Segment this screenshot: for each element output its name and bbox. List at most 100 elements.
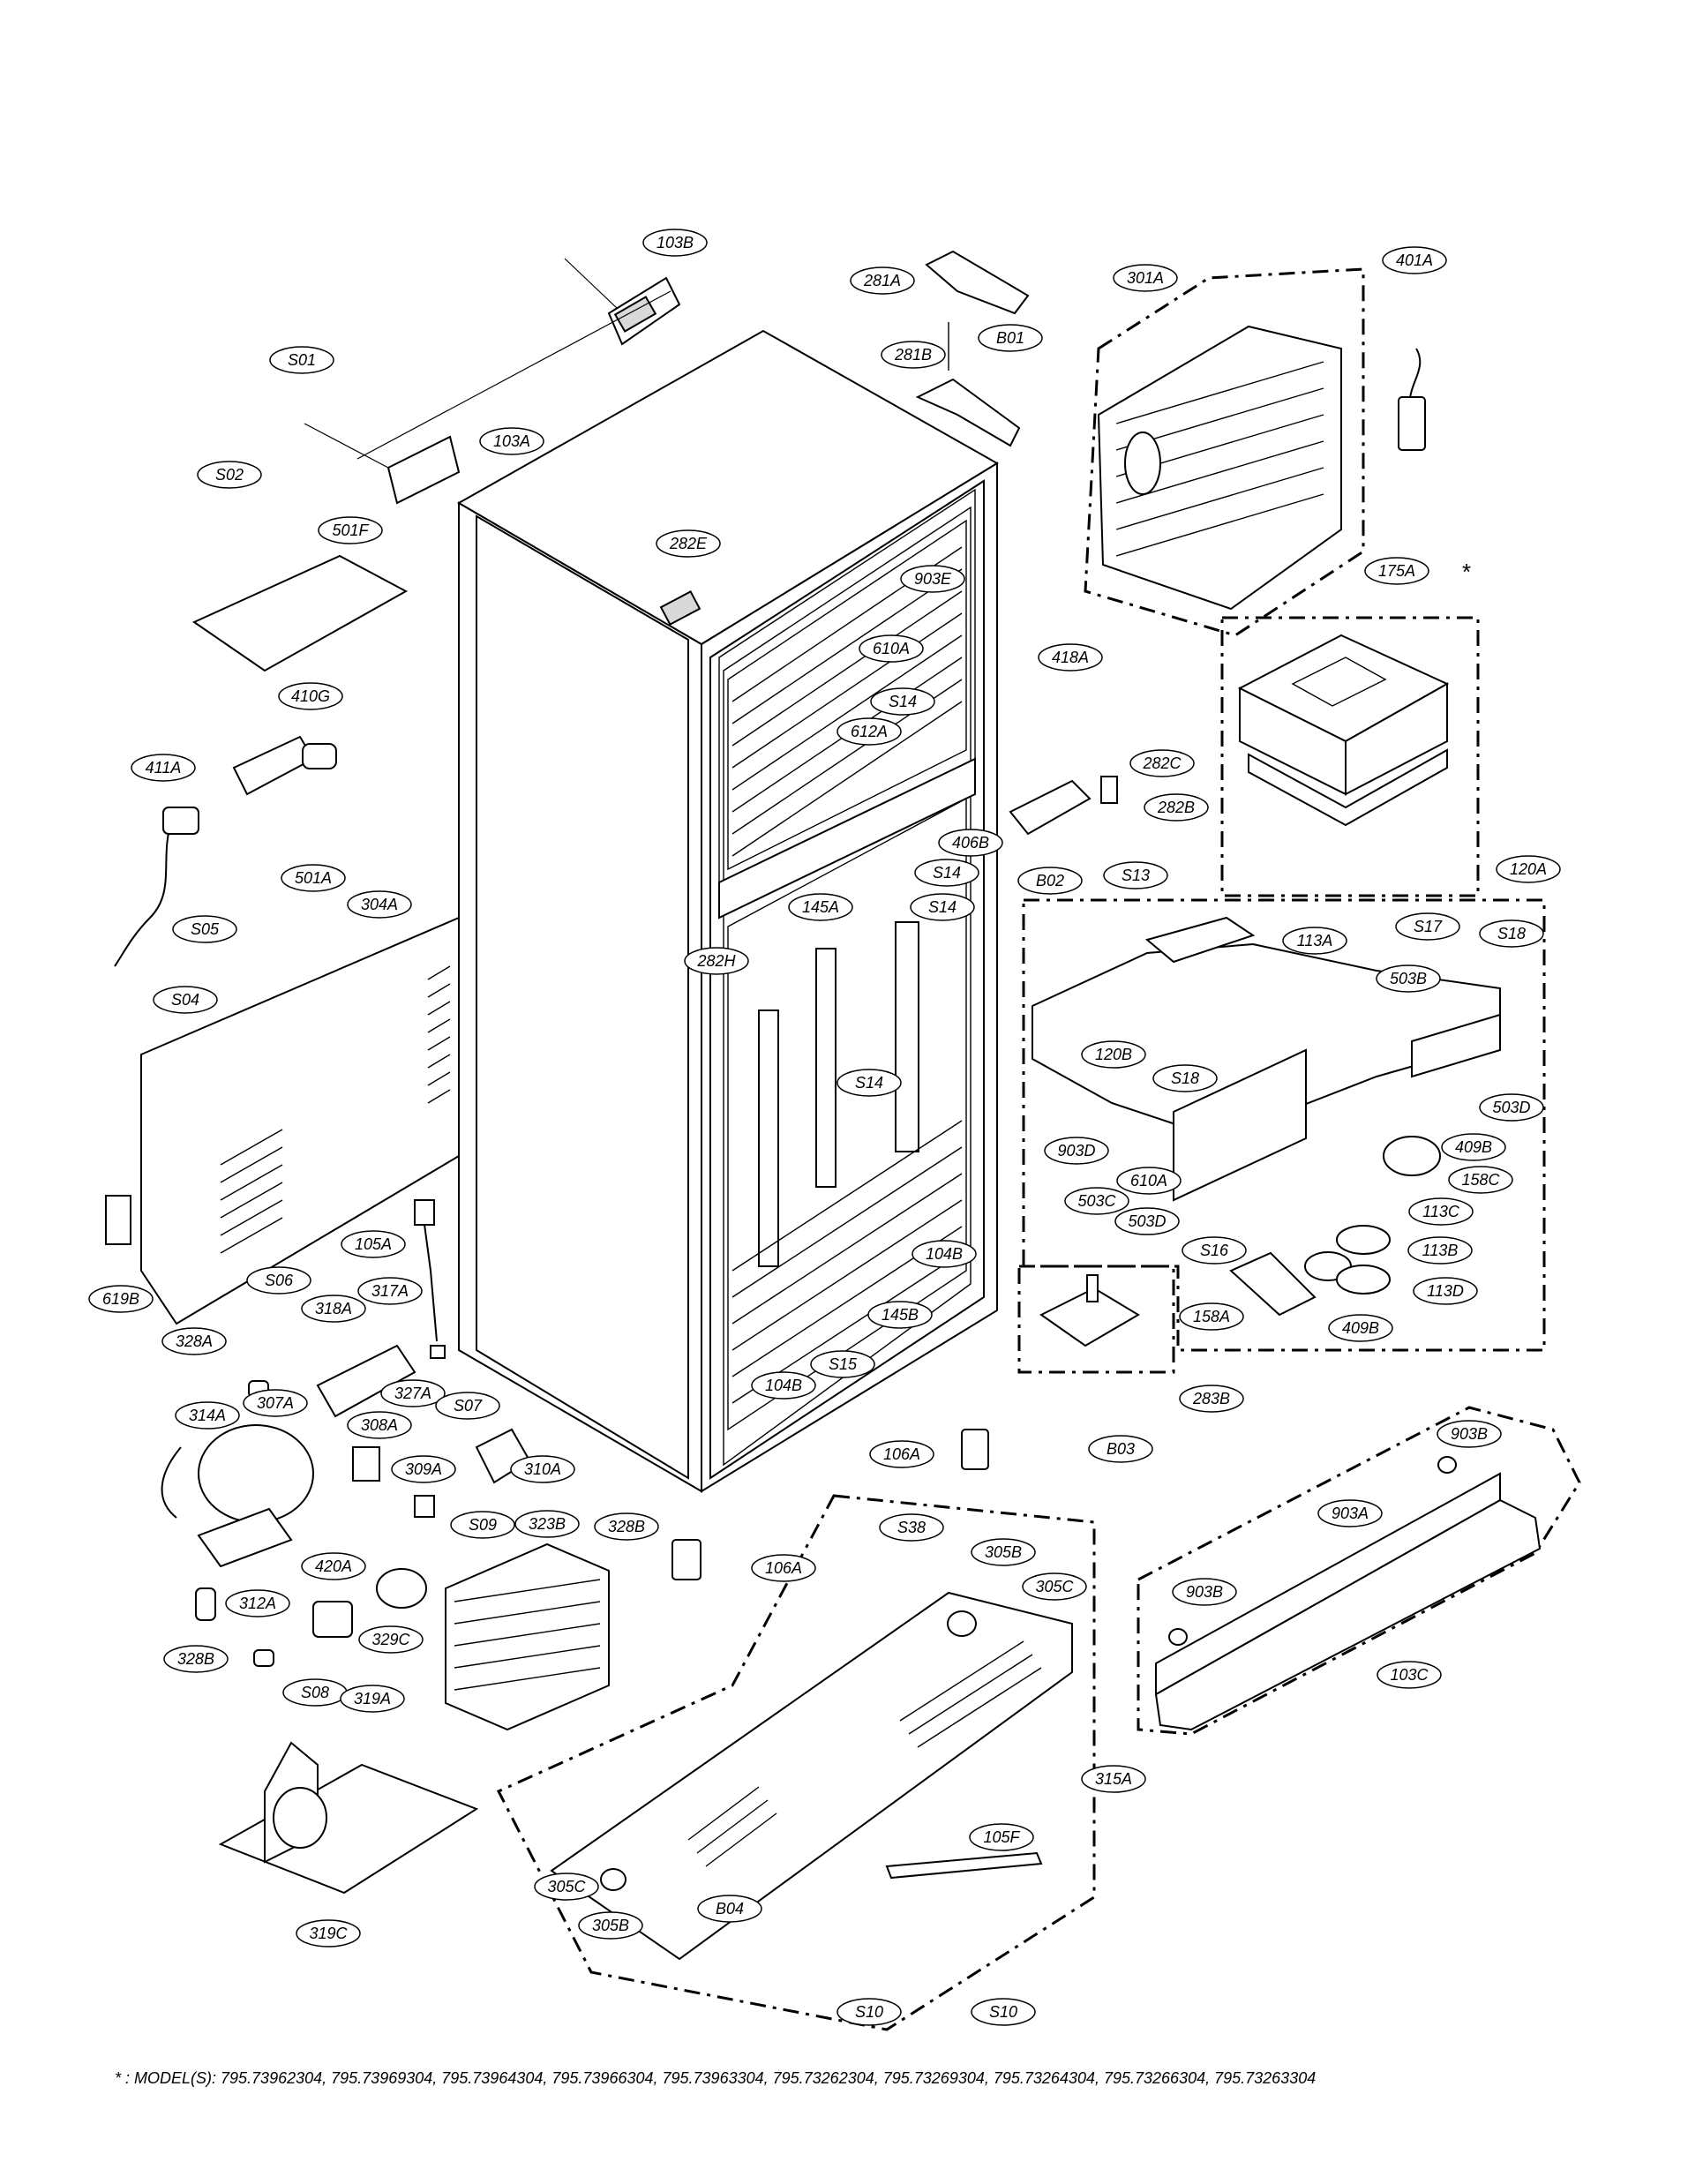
- callout-oval: [788, 893, 853, 921]
- callout-308a: 308A: [347, 1411, 412, 1439]
- callout-328a: 328A: [161, 1327, 227, 1355]
- part-number-label: 282B: [1157, 799, 1195, 816]
- callout-oval: [810, 1350, 875, 1378]
- callout-501a: 501A: [281, 864, 346, 892]
- part-number-label: 103A: [493, 432, 530, 450]
- drain-pan: [218, 1741, 479, 1895]
- part-number-label: S01: [288, 351, 316, 369]
- callout-503c: 503C: [1064, 1187, 1129, 1215]
- callout-oval: [1395, 912, 1460, 941]
- clip-part: [105, 1195, 131, 1245]
- callout-s18b: S18: [1152, 1064, 1218, 1092]
- callout-oval: [879, 1513, 944, 1542]
- part-number-label: 319C: [309, 1925, 348, 1942]
- callout-oval: [172, 915, 237, 943]
- callout-oval: [347, 1411, 412, 1439]
- part-number-label: 327A: [394, 1385, 431, 1402]
- part-number-label: 283B: [1192, 1390, 1230, 1407]
- callout-113b: 113B: [1407, 1236, 1473, 1265]
- part-number-label: 903B: [1451, 1425, 1488, 1443]
- part-number-label: S04: [171, 991, 199, 1009]
- callout-120b: 120B: [1081, 1040, 1146, 1069]
- part-number-label: 401A: [1396, 251, 1433, 269]
- callout-282e: 282E: [656, 529, 721, 558]
- part-number-label: 610A: [1130, 1172, 1167, 1190]
- callout-104b: 104B: [912, 1240, 977, 1268]
- callout-158a: 158A: [1179, 1302, 1244, 1331]
- part-number-label: 319A: [354, 1690, 391, 1707]
- part-number-label: 503D: [1492, 1099, 1530, 1116]
- callout-282b: 282B: [1144, 793, 1209, 822]
- callout-oval: [912, 1240, 977, 1268]
- callout-oval: [881, 341, 946, 369]
- callout-oval: [1144, 793, 1209, 822]
- part-number-label: 406B: [952, 834, 989, 852]
- callout-s05: S05: [172, 915, 237, 943]
- callout-310a: 310A: [510, 1455, 575, 1483]
- part-number-label: 501A: [295, 869, 332, 887]
- callout-oval: [836, 1998, 902, 2026]
- callout-612a: 612A: [836, 717, 902, 746]
- callout-oval: [1376, 964, 1441, 993]
- callout-301a: 301A: [1113, 264, 1178, 292]
- callout-oval: [971, 1998, 1036, 2026]
- callout-s14a: S14: [870, 687, 935, 716]
- callout-oval: [163, 1645, 229, 1673]
- callout-610a: 610A: [859, 634, 924, 663]
- callout-oval: [1437, 1420, 1502, 1448]
- callout-319c: 319C: [296, 1919, 361, 1948]
- callout-158c: 158C: [1448, 1166, 1513, 1194]
- callout-s14d: S14: [836, 1069, 902, 1097]
- refrigerator-cabinet: [456, 329, 999, 1493]
- callout-s14c: S14: [910, 893, 975, 921]
- capacitor: [302, 743, 337, 769]
- part-number-label: 903B: [1186, 1583, 1223, 1601]
- callout-oval: [175, 1401, 240, 1430]
- callout-s06: S06: [246, 1266, 311, 1295]
- part-number-label: S17: [1414, 918, 1443, 935]
- callout-oval: [246, 1266, 311, 1295]
- part-number-label: 158A: [1193, 1308, 1230, 1325]
- callout-903a: 903A: [1317, 1499, 1383, 1527]
- callout-503d: 503D: [1479, 1093, 1544, 1122]
- callout-oval: [1408, 1197, 1474, 1226]
- callout-113a: 113A: [1282, 927, 1347, 955]
- callout-oval: [225, 1589, 290, 1617]
- callout-oval: [131, 754, 196, 782]
- callout-oval: [971, 1538, 1036, 1566]
- part-number-label: 328A: [176, 1332, 213, 1350]
- part-number-label: S13: [1122, 867, 1150, 884]
- part-number-label: B04: [716, 1900, 744, 1918]
- callout-406b: 406B: [938, 829, 1003, 857]
- callout-oval: [1407, 1236, 1473, 1265]
- callout-105a: 105A: [341, 1230, 406, 1258]
- callout-oval: [1328, 1314, 1393, 1342]
- callout-305bb: 305B: [578, 1911, 643, 1940]
- callout-oval: [357, 1277, 423, 1305]
- callout-oval: [900, 565, 965, 593]
- callout-oval: [88, 1285, 154, 1313]
- callout-oval: [1081, 1765, 1146, 1793]
- callout-282h: 282H: [684, 947, 749, 975]
- callout-oval: [697, 1895, 762, 1923]
- callout-oval: [281, 864, 346, 892]
- part-number-label: 501F: [332, 522, 369, 539]
- part-number-label: B02: [1036, 872, 1064, 889]
- part-number-label: S14: [933, 864, 961, 882]
- callout-b01a: B01: [978, 324, 1043, 352]
- part-number-label: 305C: [547, 1878, 586, 1895]
- callout-s15: S15: [810, 1350, 875, 1378]
- part-number-label: 903A: [1332, 1505, 1369, 1522]
- part-number-label: S18: [1171, 1069, 1199, 1087]
- callout-106a: 106A: [869, 1440, 934, 1468]
- base-plate-assembly: [496, 1494, 1096, 2031]
- callout-oval: [1113, 264, 1178, 292]
- callout-oval: [1116, 1167, 1182, 1195]
- callout-oval: [867, 1301, 933, 1329]
- callout-oval: [859, 634, 924, 663]
- middle-hinge: [1009, 776, 1118, 836]
- part-number-label: 328B: [608, 1518, 645, 1535]
- callout-s38: S38: [879, 1513, 944, 1542]
- part-number-label: S16: [1200, 1242, 1229, 1259]
- part-number-label: B03: [1107, 1440, 1135, 1458]
